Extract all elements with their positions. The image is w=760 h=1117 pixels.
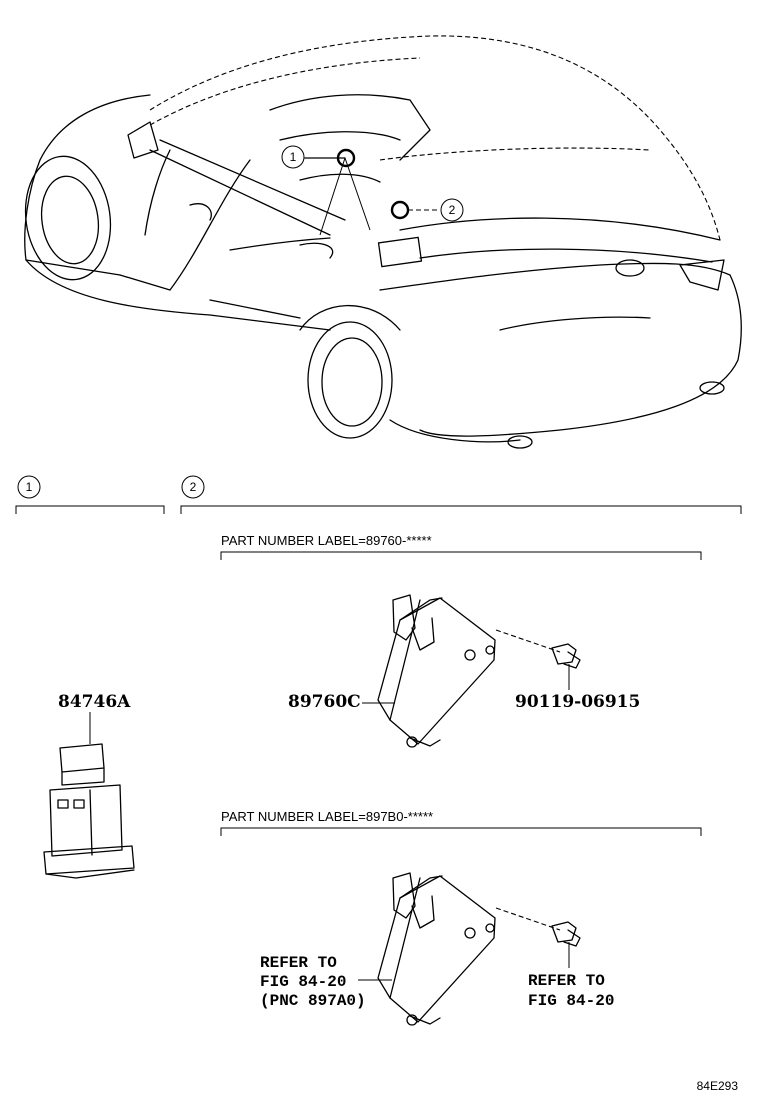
part-number-label-a: PART NUMBER LABEL=89760-***** [221, 533, 432, 548]
location-marker-2 [390, 200, 410, 220]
part-number-label-b: PART NUMBER LABEL=897B0-***** [221, 809, 433, 824]
bolt-a-illustration [551, 643, 581, 669]
svg-text:1: 1 [290, 150, 297, 164]
part-number-89760C[interactable]: 89760C [288, 692, 361, 712]
callout-leaders [304, 157, 440, 236]
section-2-marker: 2 [190, 480, 197, 494]
part-number-84746A[interactable]: 84746A [58, 692, 131, 712]
switch-part-illustration [43, 743, 135, 879]
bolt-b-illustration [551, 921, 581, 947]
section-1-marker: 1 [26, 480, 33, 494]
section-1-header: 1 [15, 475, 165, 514]
vehicle-illustration [24, 35, 742, 449]
section-2-header: 2 [180, 475, 742, 514]
callout-1: 1 [281, 145, 305, 169]
part-number-90119-06915[interactable]: 90119-06915 [515, 692, 640, 712]
control-module-a-illustration [377, 594, 496, 748]
bolt-b-reference[interactable]: REFER TO FIG 84-20 [528, 972, 614, 1010]
location-marker-1 [336, 148, 356, 168]
svg-text:REFER TO: REFER TO [260, 954, 337, 972]
svg-text:FIG 84-20: FIG 84-20 [528, 992, 614, 1010]
svg-text:(PNC 897A0): (PNC 897A0) [260, 992, 366, 1010]
svg-text:FIG 84-20: FIG 84-20 [260, 973, 346, 991]
control-module-b-illustration [377, 872, 496, 1026]
module-b-reference[interactable]: REFER TO FIG 84-20 (PNC 897A0) [260, 954, 366, 1010]
svg-text:REFER TO: REFER TO [528, 972, 605, 990]
svg-text:2: 2 [449, 203, 456, 217]
figure-id: 84E293 [697, 1079, 739, 1093]
callout-2: 2 [440, 198, 464, 222]
